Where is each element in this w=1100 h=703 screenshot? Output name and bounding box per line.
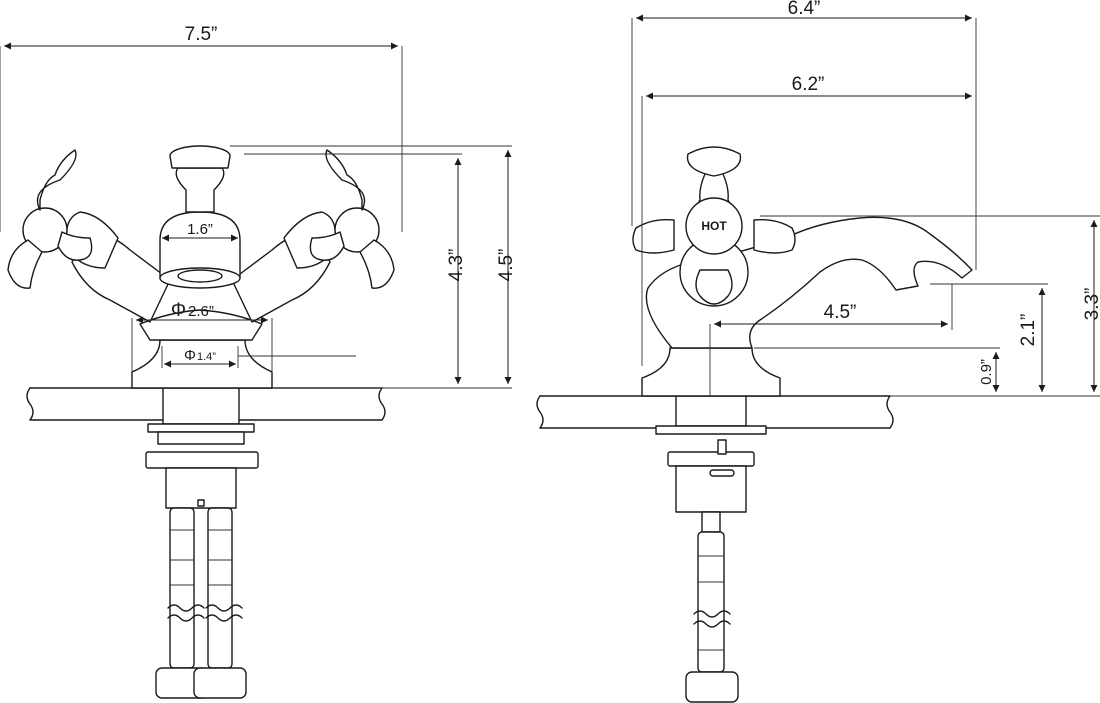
dim-base-diameter: 2.6” bbox=[188, 303, 214, 320]
dim-height-spout-top: 4.3” bbox=[446, 249, 467, 282]
dim-handle-height: 3.3” bbox=[1082, 288, 1100, 321]
side-dimensions: 6.4” 6.2” 4.5” 3.3” 2.1” 0.9” bbox=[631, 0, 1100, 397]
front-supply-hoses bbox=[155, 507, 247, 699]
side-base bbox=[641, 347, 781, 397]
dim-base-height: 0.9” bbox=[978, 359, 995, 385]
front-view: 7.5” 4.3” 4.5” 1.6” Φ 2.6” Φ 1.4” bbox=[0, 24, 517, 699]
dim-depth-overall: 6.4” bbox=[788, 0, 821, 19]
dim-height-overall: 4.5” bbox=[496, 249, 517, 282]
dim-hole-diameter-symbol: Φ bbox=[184, 347, 196, 364]
dim-base-diameter-symbol: Φ bbox=[171, 300, 186, 321]
front-left-cross-handle-icon bbox=[7, 149, 93, 289]
dim-spout-reach: 4.5” bbox=[824, 302, 857, 323]
front-spout bbox=[159, 145, 241, 289]
dim-hole-diameter: 1.4” bbox=[197, 351, 216, 363]
side-cross-handle-icon: HOT bbox=[632, 146, 796, 307]
side-supply-hose bbox=[685, 511, 739, 703]
handle-hot-label: HOT bbox=[701, 219, 727, 233]
side-shank bbox=[655, 395, 767, 513]
dim-spout-height: 2.1” bbox=[1018, 314, 1039, 347]
dim-spout-depth: 6.2” bbox=[792, 74, 825, 95]
front-base bbox=[131, 309, 273, 389]
dim-width-overall: 7.5” bbox=[185, 24, 218, 45]
side-view: HOT 6.4” 6.2” 4.5” 3.3” 2.1” 0 bbox=[536, 0, 1100, 703]
dim-spout-diameter: 1.6” bbox=[187, 221, 213, 238]
front-dimensions: 7.5” 4.3” 4.5” 1.6” Φ 2.6” Φ 1.4” bbox=[0, 24, 517, 389]
front-left-handle bbox=[7, 149, 171, 323]
front-right-handle bbox=[231, 149, 395, 323]
front-right-cross-handle-icon bbox=[309, 149, 395, 289]
front-shank bbox=[145, 387, 259, 509]
